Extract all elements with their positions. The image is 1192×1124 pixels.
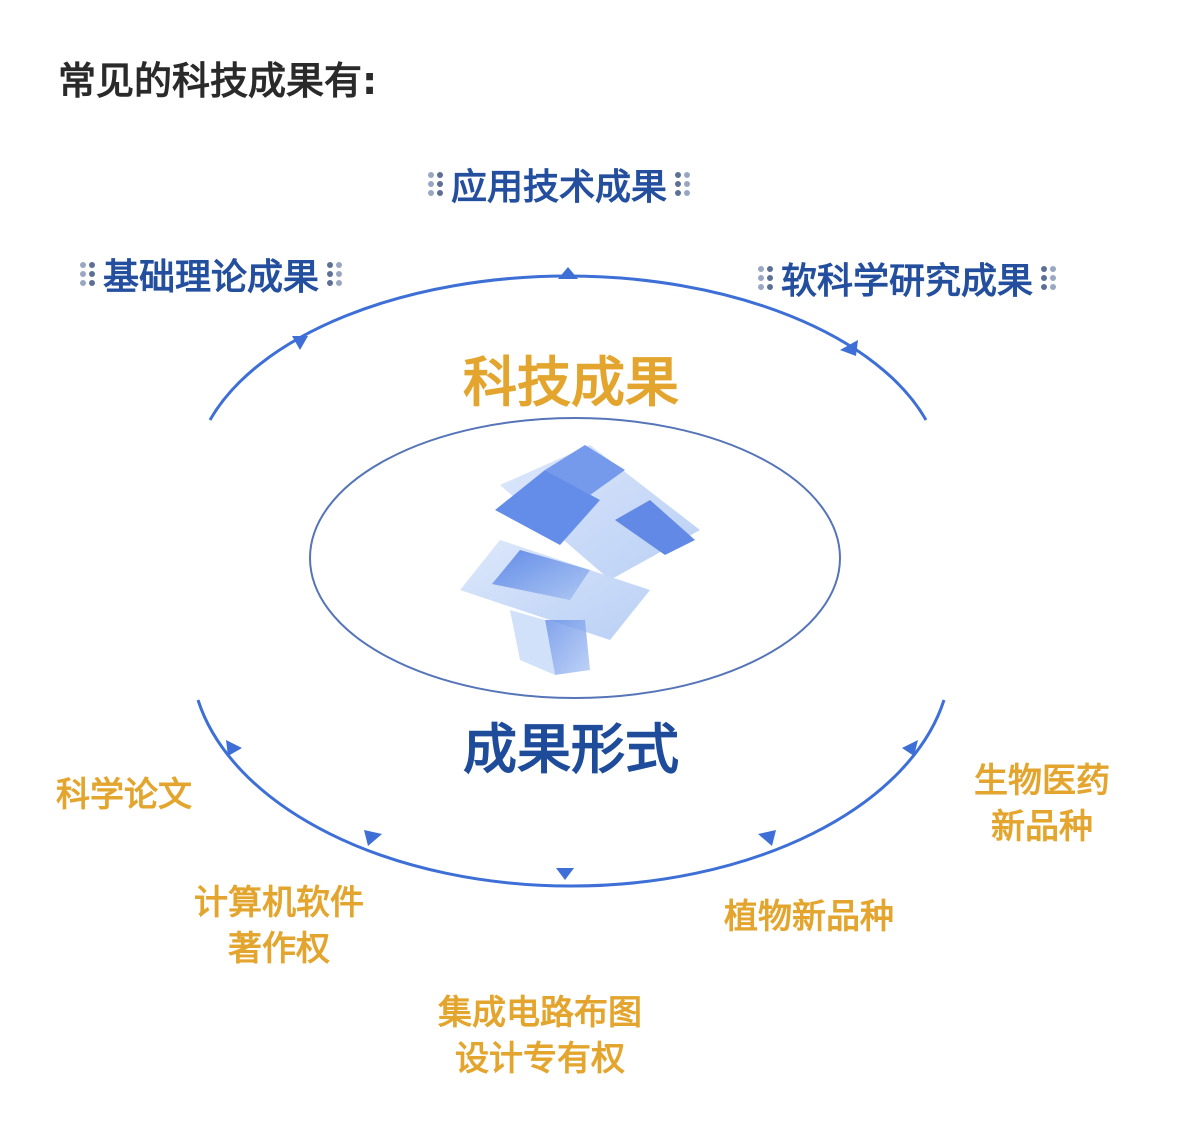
arrow-marker [758, 830, 776, 846]
center-title-forms: 成果形式 [463, 718, 679, 781]
form-plant: 植物新品种 [724, 894, 894, 940]
arrow-marker [558, 267, 578, 279]
arrow-marker [556, 868, 574, 880]
center-title-achievements: 科技成果 [463, 351, 679, 414]
form-label: 植物新品种 [724, 897, 894, 937]
form-label: 计算机软件 [194, 883, 364, 923]
form-label: 集成电路布图 [438, 993, 642, 1033]
inner-ellipse [309, 417, 841, 699]
page-title: 常见的科技成果有: [58, 59, 378, 103]
form-ic-layout: 集成电路布图 设计专有权 [438, 990, 642, 1082]
form-paper: 科学论文 [56, 772, 192, 818]
category-soft: 软科学研究成果 [758, 252, 1057, 304]
arrow-marker [840, 340, 858, 356]
form-label: 生物医药 [974, 761, 1110, 801]
category-basic: 基础理论成果 [80, 248, 343, 300]
dots-icon [428, 171, 443, 197]
lower-arc [196, 699, 946, 888]
category-label: 基础理论成果 [103, 257, 320, 298]
dots-icon [1041, 265, 1057, 291]
category-applied: 应用技术成果 [428, 158, 691, 210]
dots-icon [80, 261, 95, 287]
category-label: 应用技术成果 [451, 167, 668, 208]
form-label: 设计专有权 [455, 1039, 625, 1079]
form-biomed: 生物医药 新品种 [974, 758, 1110, 850]
category-label: 软科学研究成果 [781, 261, 1034, 302]
arrow-marker [292, 336, 308, 350]
form-label: 新品种 [991, 807, 1093, 847]
dots-icon [758, 265, 773, 291]
form-label: 著作权 [228, 929, 330, 969]
form-software: 计算机软件 著作权 [194, 880, 364, 972]
dots-icon [675, 171, 691, 197]
cube-illustration [460, 445, 700, 675]
arrow-marker [902, 740, 918, 756]
arrow-marker [226, 740, 242, 756]
arrow-marker [364, 830, 382, 846]
form-label: 科学论文 [56, 775, 192, 815]
dots-icon [327, 261, 343, 287]
